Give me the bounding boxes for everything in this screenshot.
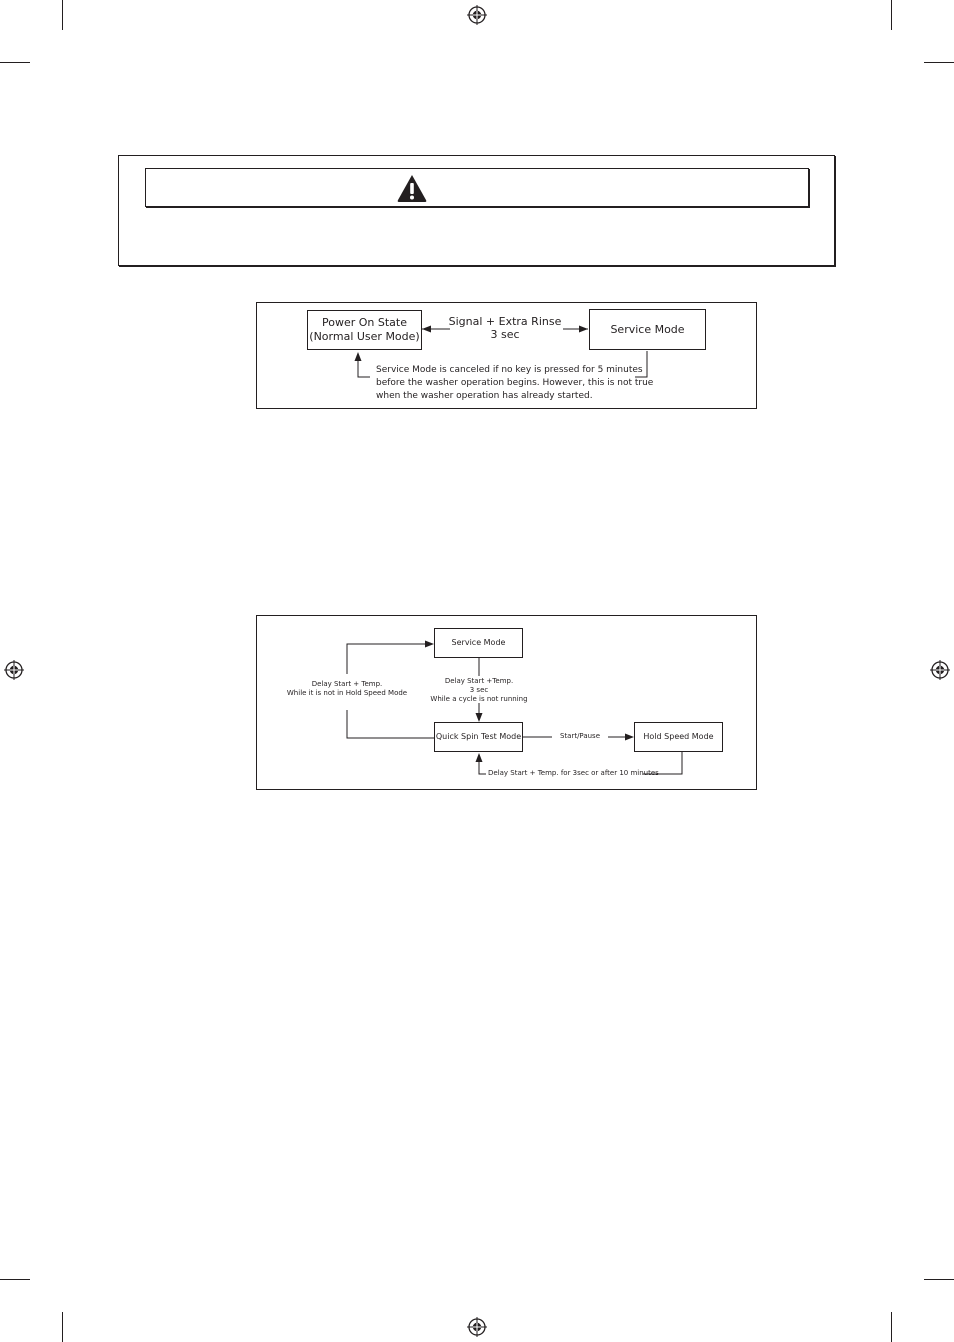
- cancel-note-line2: before the washer operation begins. Howe…: [376, 378, 654, 388]
- enter-quick-spin-line2: 3 sec: [469, 686, 489, 694]
- exit-quick-spin-line1: Delay Start + Temp.: [311, 680, 383, 688]
- registration-mark-icon: [4, 660, 24, 680]
- warning-header: [145, 168, 809, 207]
- crop-mark-bottom-left-h: [0, 1279, 30, 1280]
- cancel-note: Service Mode is canceled if no key is pr…: [376, 364, 653, 403]
- normal-user-mode-label: (Normal User Mode): [309, 330, 420, 343]
- quick-spin-test-diagram: Service Mode Quick Spin Test Mode Hold S…: [256, 615, 757, 790]
- service-mode-label: Service Mode: [451, 638, 506, 647]
- crop-mark-bottom-left-v: [62, 1312, 63, 1342]
- cancel-note-line1: Service Mode is canceled if no key is pr…: [376, 365, 643, 375]
- exit-quick-spin-line2: While it is not in Hold Speed Mode: [286, 689, 408, 697]
- cancel-note-line3: when the washer operation has already st…: [376, 391, 593, 401]
- crop-mark-bottom-right-v: [891, 1312, 892, 1342]
- exit-quick-spin-label: Delay Start + Temp. While it is not in H…: [277, 680, 417, 698]
- crop-mark-top-right-v: [891, 0, 892, 30]
- diagram-connectors: [354, 325, 648, 378]
- diagram-connectors: [346, 640, 683, 775]
- crop-mark-top-left-h: [0, 62, 30, 63]
- registration-mark-icon: [467, 5, 487, 25]
- service-mode-box: Service Mode: [434, 628, 523, 658]
- crop-mark-top-right-h: [924, 62, 954, 63]
- hold-speed-mode-label: Hold Speed Mode: [643, 732, 714, 741]
- hold-speed-mode-box: Hold Speed Mode: [634, 722, 723, 752]
- warning-triangle-icon: [397, 175, 427, 202]
- return-to-quick-spin-label: Delay Start + Temp. for 3sec or after 10…: [488, 769, 659, 777]
- service-mode-label: Service Mode: [610, 322, 685, 336]
- hold-time-label: 3 sec: [490, 328, 520, 341]
- crop-mark-bottom-right-h: [924, 1279, 954, 1280]
- enter-quick-spin-line3: While a cycle is not running: [430, 695, 528, 703]
- registration-mark-icon: [467, 1317, 487, 1337]
- crop-mark-top-left-v: [62, 0, 63, 30]
- enter-quick-spin-label: Delay Start +Temp. 3 sec While a cycle i…: [419, 677, 539, 704]
- power-on-state-label: Power On State: [322, 316, 407, 329]
- registration-mark-icon: [930, 660, 950, 680]
- quick-spin-test-mode-label: Quick Spin Test Mode: [435, 732, 522, 741]
- start-pause-label: Start/Pause: [559, 732, 601, 740]
- enter-quick-spin-line1: Delay Start +Temp.: [444, 677, 514, 685]
- signal-extra-rinse-label: Signal + Extra Rinse 3 sec: [445, 315, 565, 341]
- power-on-state-box: Power On State (Normal User Mode): [307, 310, 422, 350]
- service-mode-box: Service Mode: [589, 309, 706, 350]
- quick-spin-test-mode-box: Quick Spin Test Mode: [434, 722, 523, 752]
- service-mode-entry-diagram: Power On State (Normal User Mode) Servic…: [256, 302, 757, 409]
- warning-box: [118, 155, 835, 266]
- key-combo-label: Signal + Extra Rinse: [448, 315, 562, 328]
